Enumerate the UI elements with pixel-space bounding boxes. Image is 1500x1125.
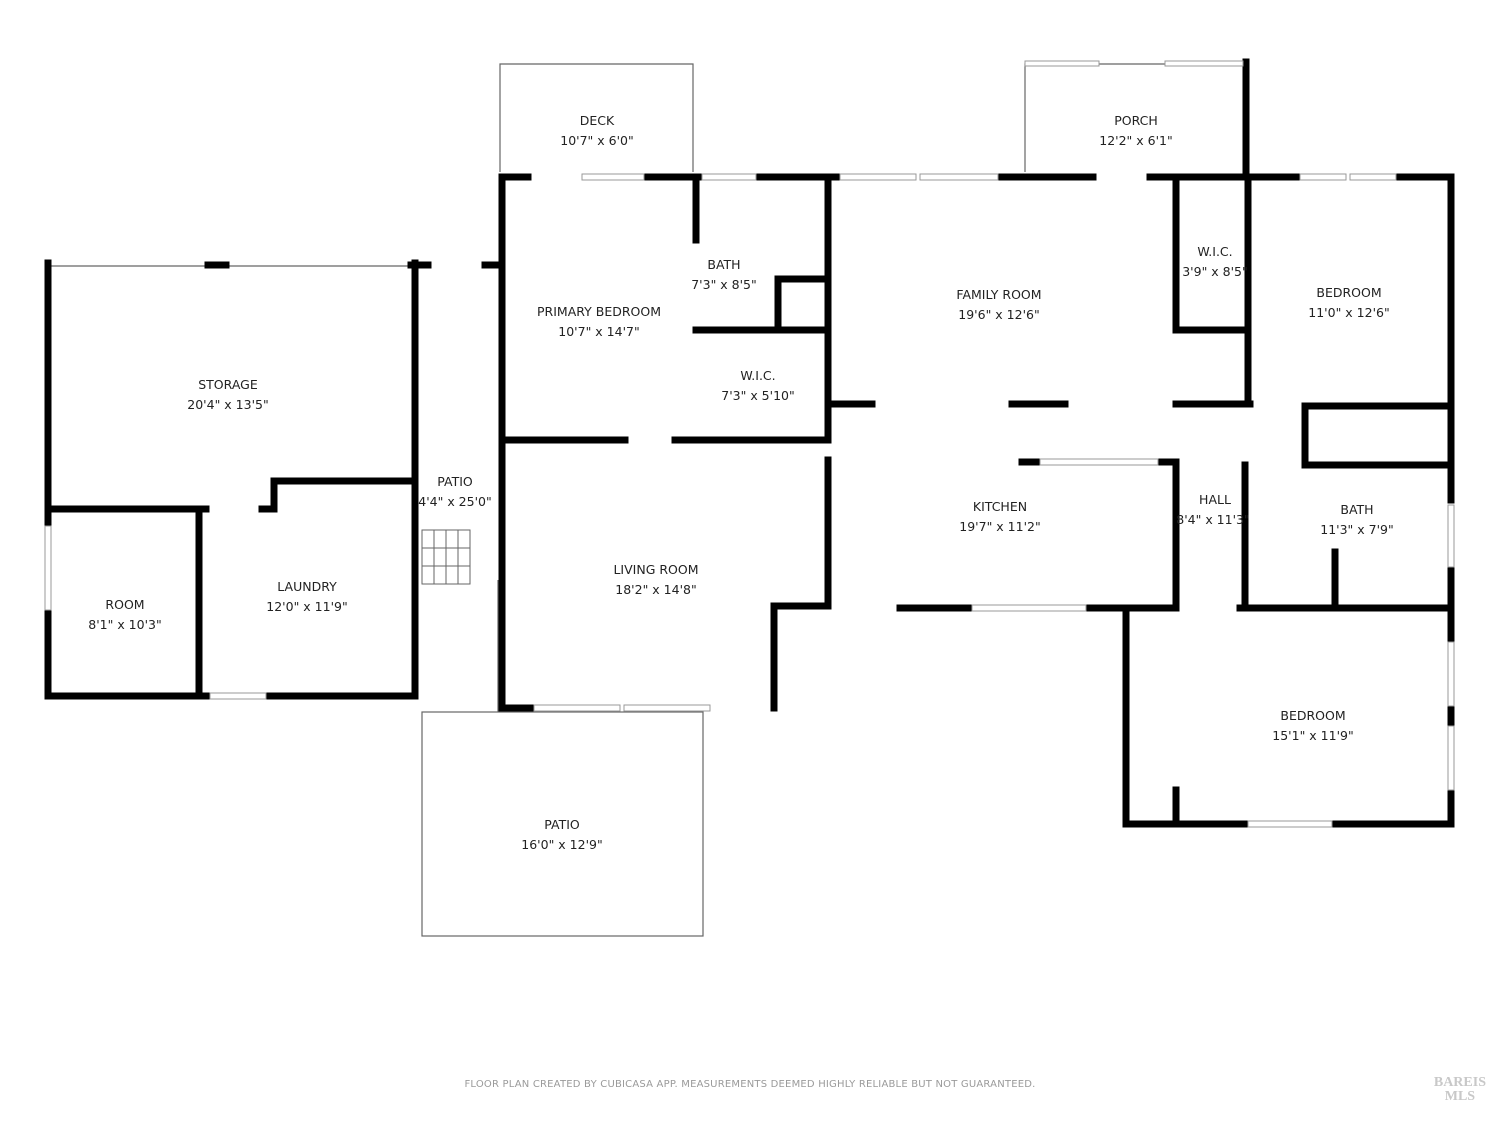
window-porch-top-b [1164, 60, 1244, 67]
window-bedroom2-right-a [1447, 641, 1455, 707]
window-bedroom-top-a [1299, 173, 1347, 181]
room-family-room-name: FAMILY ROOM [956, 287, 1041, 302]
window-primary-top [581, 173, 645, 181]
room-deck-name: DECK [580, 113, 615, 128]
room-hall-name: HALL [1199, 492, 1231, 507]
disclaimer-text: FLOOR PLAN CREATED BY CUBICASA APP. MEAS… [464, 1079, 1036, 1090]
room-deck-dims: 10'7" x 6'0" [560, 133, 633, 148]
room-kitchen-dims: 19'7" x 11'2" [959, 519, 1040, 534]
room-room-name: ROOM [105, 597, 144, 612]
window-bedroom2-bottom [1247, 820, 1333, 828]
room-bath-2-name: BATH [1340, 502, 1373, 517]
room-room-dims: 8'1" x 10'3" [88, 617, 161, 632]
room-bath-primary-name: BATH [707, 257, 740, 272]
wall-primary-left [498, 174, 534, 712]
window-family-top-a [839, 173, 917, 181]
room-patio-side-name: PATIO [437, 474, 473, 489]
windows [44, 60, 1455, 828]
room-porch-name: PORCH [1114, 113, 1158, 128]
room-bedroom-1-dims: 11'0" x 12'6" [1308, 305, 1389, 320]
window-bedroom2-right-b [1447, 725, 1455, 791]
window-bath-top [701, 173, 757, 181]
walls [44, 58, 1455, 828]
room-living-room-dims: 18'2" x 14'8" [615, 582, 696, 597]
watermark-line1: BAREIS [1433, 1075, 1486, 1090]
wall-bedroom2-box [1122, 608, 1250, 828]
patio-rear-outline [421, 711, 704, 937]
stairs [421, 529, 471, 585]
outdoor-outlines [50, 63, 1246, 937]
room-wic-bedroom-name: W.I.C. [1197, 244, 1232, 259]
room-patio-side-dims: 4'4" x 25'0" [418, 494, 491, 509]
room-porch-dims: 12'2" x 6'1" [1099, 133, 1172, 148]
room-family-room-dims: 19'6" x 12'6" [958, 307, 1039, 322]
room-primary-bedroom-dims: 10'7" x 14'7" [558, 324, 639, 339]
room-storage-name: STORAGE [198, 377, 258, 392]
room-patio-rear-dims: 16'0" x 12'9" [521, 837, 602, 852]
window-kitchen-bottom [971, 604, 1087, 612]
window-kitchen-counter [1039, 458, 1159, 466]
deck-outline [499, 63, 694, 172]
room-bath-2-dims: 11'3" x 7'9" [1320, 522, 1393, 537]
room-bath-primary-dims: 7'3" x 8'5" [691, 277, 757, 292]
window-living-bottom-a [533, 704, 621, 712]
window-bath2-right [1447, 504, 1455, 568]
bareis-mls-watermark: BAREIS MLS [1434, 1076, 1486, 1104]
room-kitchen-name: KITCHEN [973, 499, 1027, 514]
wall-laundry-top [258, 477, 419, 513]
window-bedroom-top-b [1349, 173, 1397, 181]
room-primary-bedroom-name: PRIMARY BEDROOM [537, 304, 661, 319]
watermark-line2: MLS [1444, 1089, 1476, 1104]
wall-right [1394, 173, 1455, 504]
room-living-room-name: LIVING ROOM [613, 562, 698, 577]
room-hall-dims: 8'4" x 11'3" [1176, 512, 1249, 527]
room-bedroom-1-name: BEDROOM [1316, 285, 1381, 300]
wall-living-bottom [770, 602, 832, 712]
room-labels: DECK 10'7" x 6'0" PORCH 12'2" x 6'1" PRI… [88, 113, 1393, 852]
room-laundry-name: LAUNDRY [277, 579, 337, 594]
window-porch-top-a [1024, 60, 1100, 67]
room-laundry-dims: 12'0" x 11'9" [266, 599, 347, 614]
room-bedroom-2-dims: 15'1" x 11'9" [1272, 728, 1353, 743]
room-wic-primary-dims: 7'3" x 5'10" [721, 388, 794, 403]
window-laundry-bottom [209, 692, 267, 700]
room-storage-dims: 20'4" x 13'5" [187, 397, 268, 412]
room-wic-bedroom-dims: 3'9" x 8'5" [1182, 264, 1248, 279]
wall-bath-shower [774, 275, 830, 332]
window-room-left [44, 525, 52, 611]
room-wic-primary-name: W.I.C. [740, 368, 775, 383]
room-bedroom-2-name: BEDROOM [1280, 708, 1345, 723]
window-living-bottom-b [623, 704, 711, 712]
window-family-top-b [919, 173, 999, 181]
room-patio-rear-name: PATIO [544, 817, 580, 832]
